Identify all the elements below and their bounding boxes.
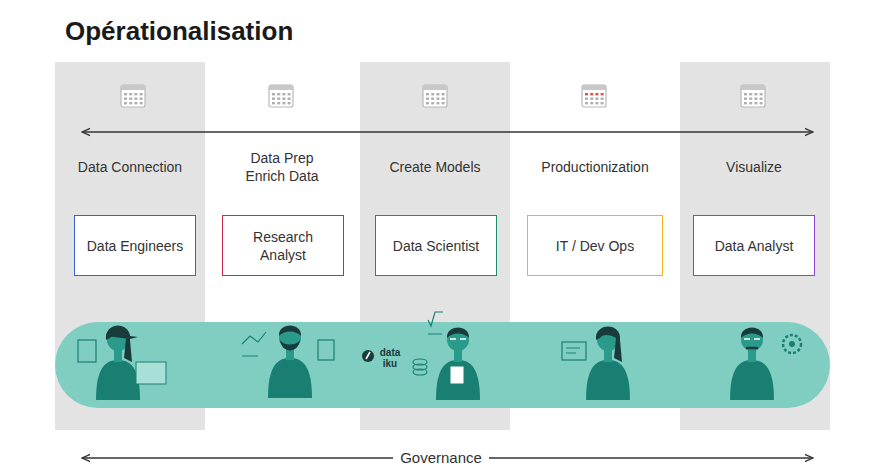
box-text-group: IT / Dev Ops [556,237,634,255]
calendar-icon [423,85,447,107]
role-label: Research Analyst [231,228,335,264]
team-band [55,322,830,408]
calendar-icons [121,85,765,107]
people-illustration [78,312,801,400]
footer-label: Governance [393,449,489,467]
column-heading: Productionization [520,158,670,176]
role-box: IT / Dev Ops [527,215,663,276]
logo-mark [362,350,374,362]
calendar-icon [269,85,293,107]
timeline-arrow [82,131,813,132]
role-box: Data Engineers [74,215,196,276]
calendar-icon [121,85,145,107]
diagram-title: Opérationalisation [65,16,293,47]
column-heading: Data Connection [55,158,205,176]
person-figure [78,326,166,401]
column-heading: Visualize [679,158,829,176]
box-text-group: Data Analyst [715,237,794,255]
role-label: Data Engineers [87,237,184,255]
role-box: Data Analyst [693,215,815,276]
calendar-icon [582,85,606,107]
calendar-icon [741,85,765,107]
person-figure [562,327,630,401]
box-text-group: Research Analyst [231,228,335,264]
box-text-group: Data Engineers [87,237,184,255]
role-label: Data Scientist [393,237,479,255]
person-figure [428,312,480,400]
role-label: Data Analyst [715,237,794,255]
role-label: IT / Dev Ops [556,237,634,255]
logo-text: data iku [376,347,404,369]
box-text-group: Data Scientist [393,237,479,255]
column-heading: Data Prep Enrich Data [236,149,328,185]
database-icon [413,359,427,375]
role-box: Data Scientist [375,215,497,276]
column-heading: Create Models [360,158,510,176]
role-box: Research Analyst [222,215,344,276]
person-figure [242,326,334,399]
person-figure [730,328,801,401]
